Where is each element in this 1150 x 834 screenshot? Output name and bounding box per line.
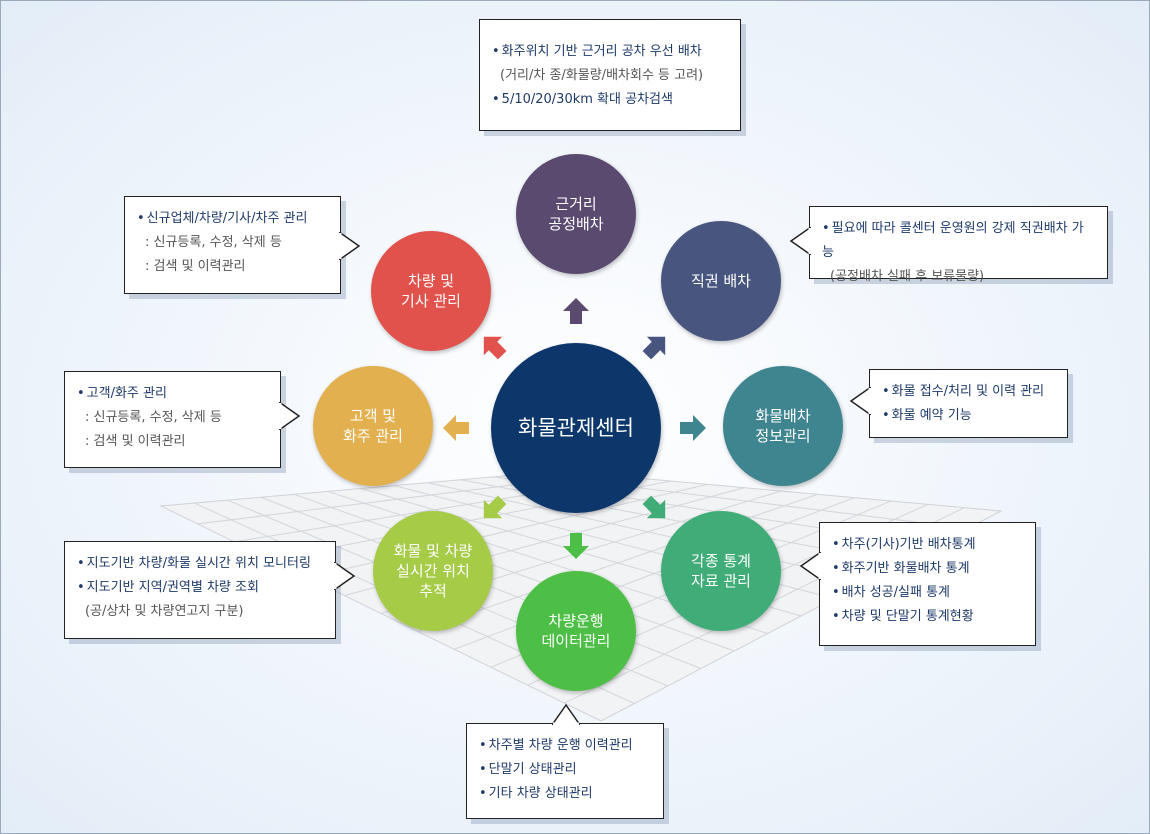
callout-pointer	[552, 703, 580, 725]
callout-line: 지도기반 지역/권역별 차량 조회	[77, 576, 323, 600]
node-label-line: 데이터관리	[541, 632, 611, 650]
callout-line: (공정배차 실패 후 보류물량)	[830, 269, 985, 284]
arrow-icon	[483, 495, 507, 519]
callout-line: 5/10/20/30km 확대 공차검색	[492, 88, 728, 112]
callout-stats: 차주(기사)기반 배차통계화주기반 화물배차 통계배차 성공/실패 통계차량 및…	[819, 522, 1036, 646]
callout-line: 화주위치 기반 근거리 공차 우선 배차	[492, 40, 728, 64]
callout-line: : 신규등록, 수정, 삭제 등	[85, 410, 222, 425]
node-label-line: 자료 관리	[691, 572, 751, 590]
callout-pointer	[339, 232, 361, 260]
node-label-line: 실시간 위치	[396, 562, 470, 580]
callout-line: 화주기반 화물배차 통계	[832, 557, 1023, 581]
node-label-line: 공정배차	[548, 215, 604, 233]
callout-line: 화물 예약 기능	[882, 404, 1055, 428]
callout-line: (공/상차 및 차량연고지 구분)	[85, 604, 244, 619]
arrow-icon	[483, 336, 507, 360]
callout-line: : 검색 및 이력관리	[145, 259, 246, 274]
node-label-line: 화물 및 차량	[393, 542, 473, 560]
node-label-line: 추적	[419, 582, 447, 600]
arrow-icon	[642, 495, 666, 519]
callout-customer: 고객/화주 관리 : 신규등록, 수정, 삭제 등 : 검색 및 이력관리	[64, 371, 281, 468]
center-node[interactable]: 화물관제센터	[491, 343, 661, 513]
center-label: 화물관제센터	[518, 416, 634, 440]
callout-line: 화물 접수/처리 및 이력 관리	[882, 380, 1055, 404]
callout-pointer	[279, 402, 301, 430]
node-label-line: 화주 관리	[343, 427, 403, 445]
node-label-line: 직권 배차	[691, 272, 751, 290]
callout-line: 배차 성공/실패 통계	[832, 581, 1023, 605]
node-label-line: 화물배차	[755, 407, 811, 425]
node-label-line: 고객 및	[349, 407, 397, 425]
callout-line: 차주별 차량 운행 이력관리	[479, 734, 651, 758]
arrow-icon	[642, 336, 666, 360]
node-label-line: 차량 및	[407, 272, 455, 290]
node-label-line: 각종 통계	[691, 552, 751, 570]
callout-line: 필요에 따라 콜센터 운영원의 강제 직권배차 가능	[822, 217, 1095, 265]
node-label-line: 정보관리	[755, 427, 811, 445]
node-label-line: 근거리	[555, 195, 597, 213]
callout-line: (거리/차 종/화물량/배차회수 등 고려)	[500, 68, 704, 83]
arrow-icon	[563, 298, 589, 324]
callout-line: 차주(기사)기반 배차통계	[832, 533, 1023, 557]
callout-vehicle: 신규업체/차량/기사/차주 관리 : 신규등록, 수정, 삭제 등 : 검색 및 이…	[124, 196, 341, 294]
arrow-icon	[680, 415, 706, 441]
callout-tracking: 지도기반 차량/화물 실시간 위치 모니터링지도기반 지역/권역별 차량 조회 (…	[64, 541, 336, 639]
callout-line: : 검색 및 이력관리	[85, 434, 186, 449]
callout-operation: 차주별 차량 운행 이력관리단말기 상태관리기타 차량 상태관리	[466, 723, 664, 819]
callout-line: : 신규등록, 수정, 삭제 등	[145, 235, 282, 250]
node-label-line: 기사 관리	[401, 292, 461, 310]
callout-line: 단말기 상태관리	[479, 758, 651, 782]
node-direct[interactable]: 직권 배차	[661, 221, 781, 341]
node-label-line: 차량운행	[548, 612, 604, 630]
arrow-icon	[563, 533, 589, 559]
callout-near: 화주위치 기반 근거리 공차 우선 배차 (거리/차 종/화물량/배차회수 등 고…	[479, 19, 741, 131]
callout-line: 지도기반 차량/화물 실시간 위치 모니터링	[77, 552, 323, 576]
callout-line: 기타 차량 상태관리	[479, 782, 651, 806]
callout-line: 고객/화주 관리	[77, 382, 268, 406]
callout-line: 차량 및 단말기 통계현황	[832, 605, 1023, 629]
callout-pointer	[799, 552, 821, 580]
arrow-icon	[443, 415, 469, 441]
callout-pointer	[849, 387, 871, 415]
callout-pointer	[334, 562, 356, 590]
callout-line: 신규업체/차량/기사/차주 관리	[137, 207, 328, 231]
callout-pointer	[789, 227, 811, 255]
callout-direct: 필요에 따라 콜센터 운영원의 강제 직권배차 가능 (공정배차 실패 후 보류물…	[809, 206, 1108, 284]
